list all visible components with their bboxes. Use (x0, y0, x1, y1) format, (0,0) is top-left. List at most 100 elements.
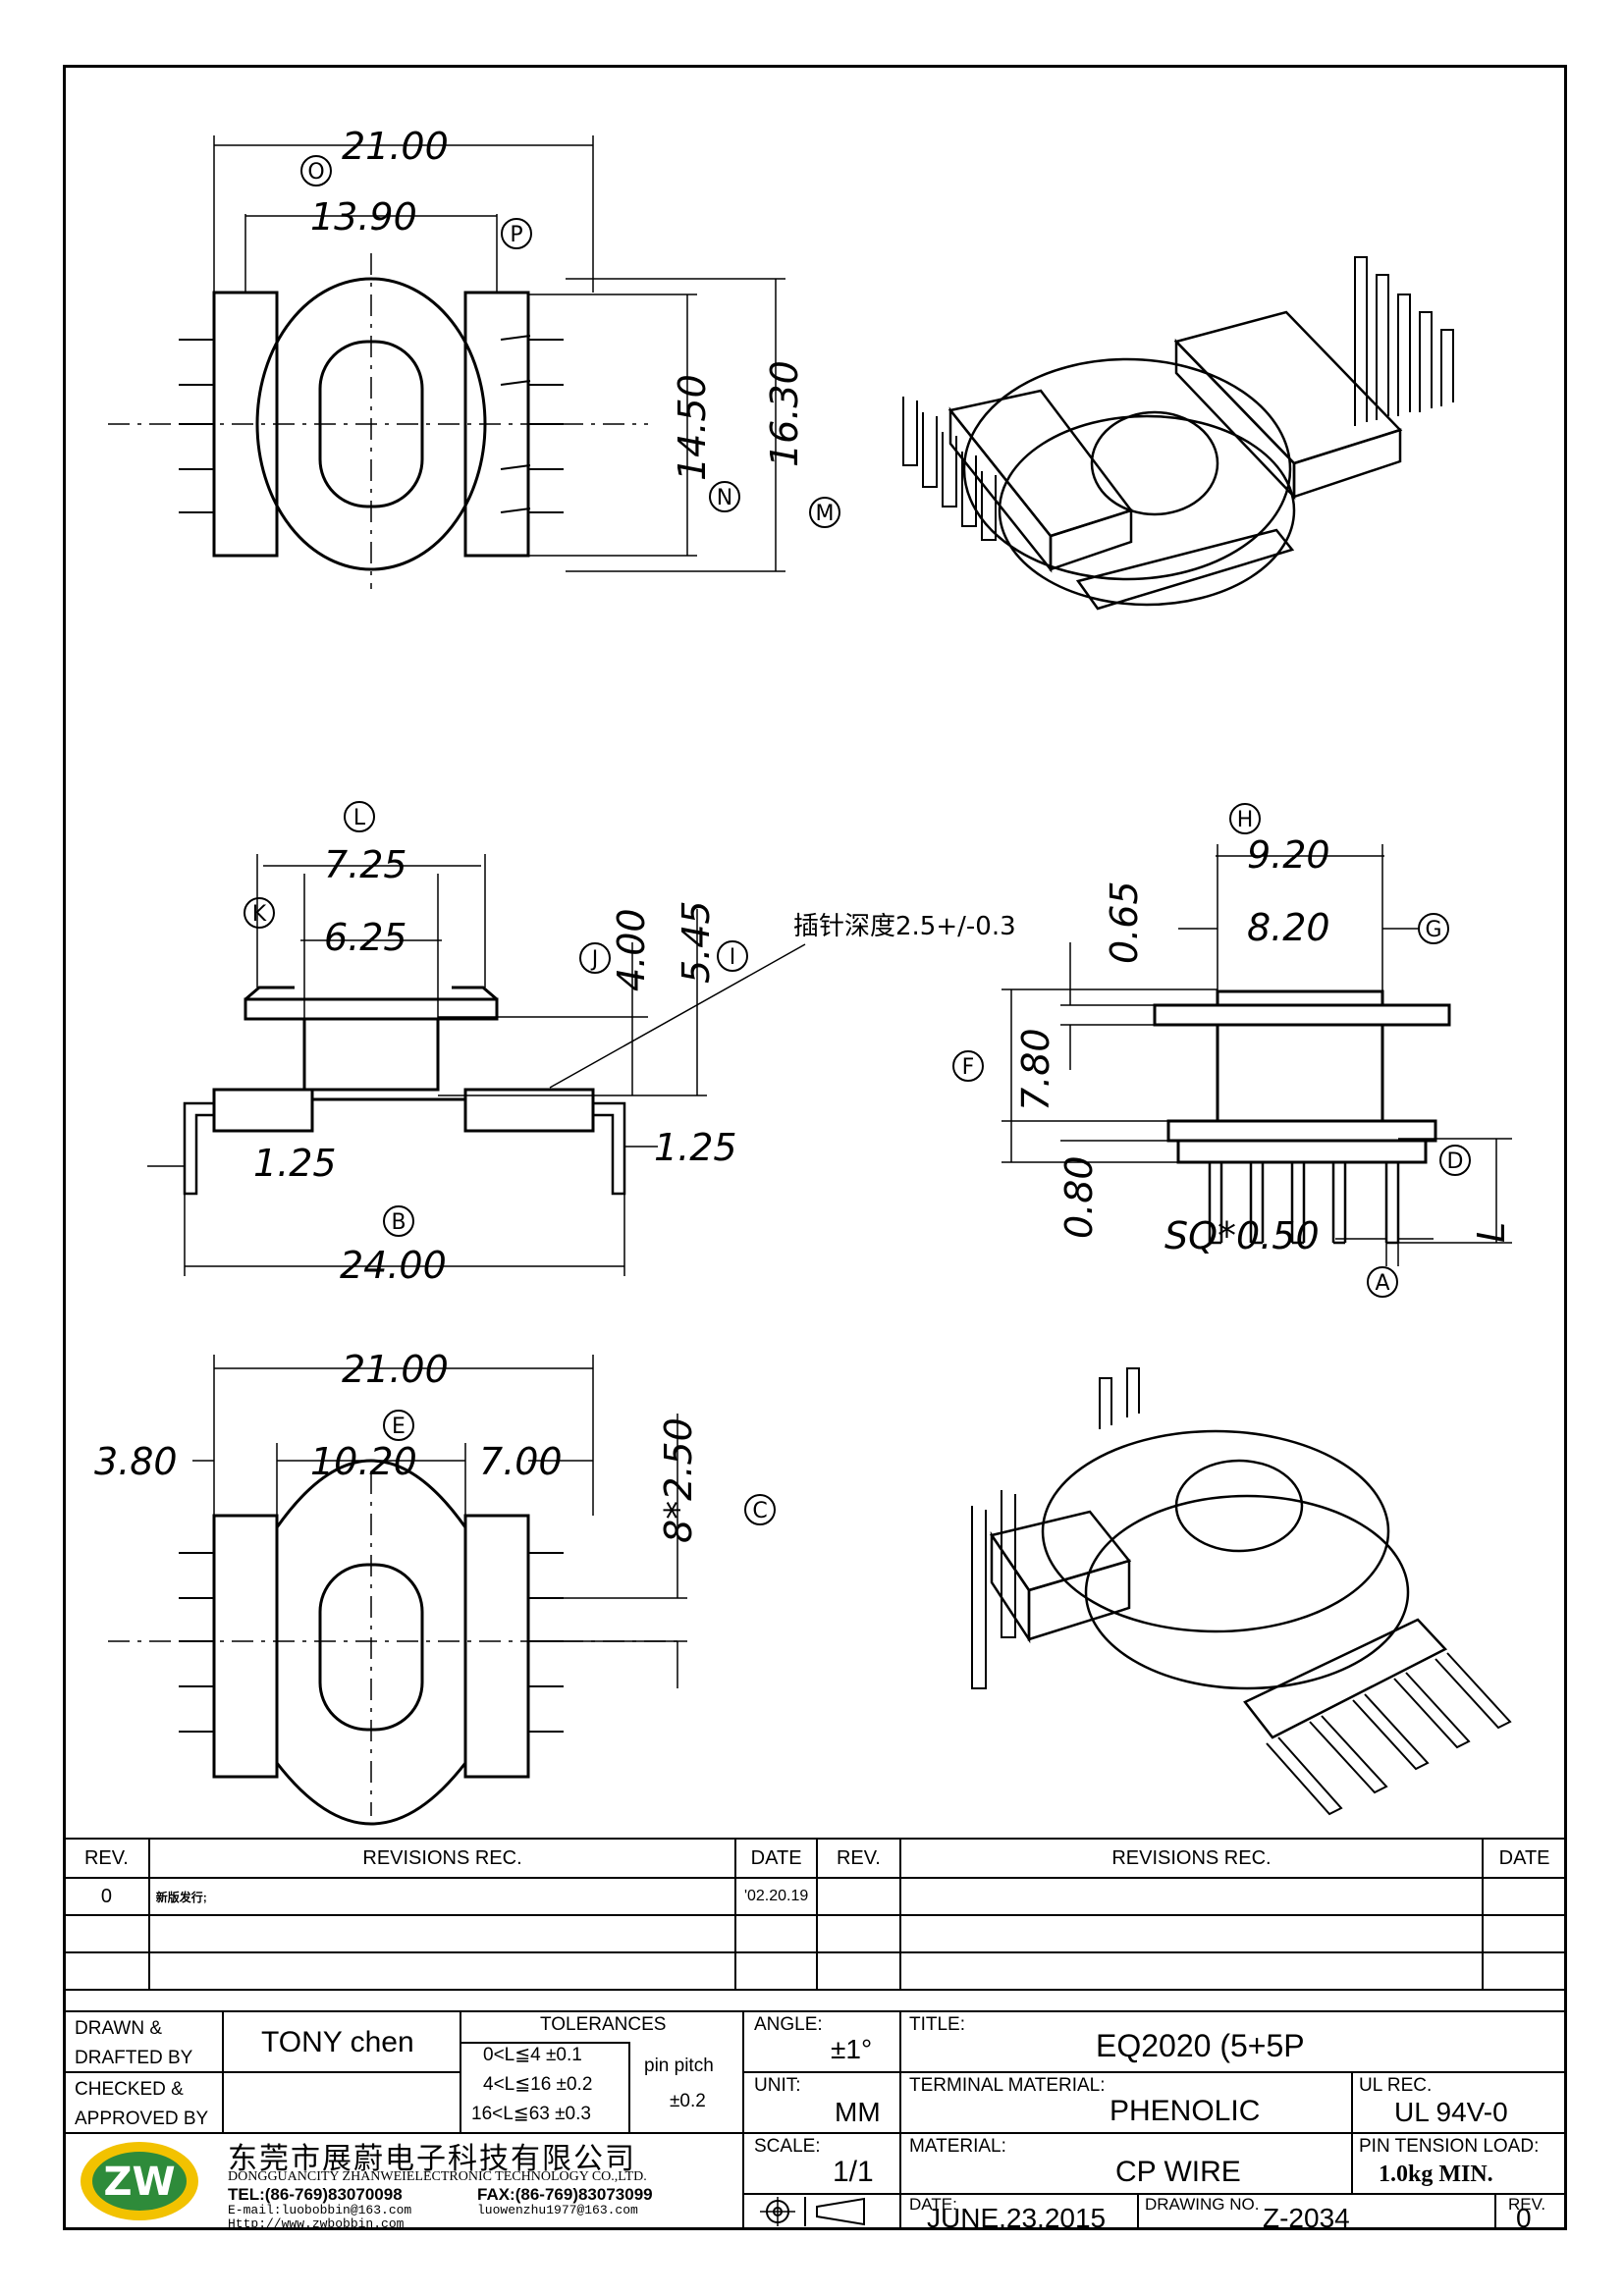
scale-label: SCALE: (754, 2136, 821, 2157)
dim-I-text: 5.45 (675, 900, 718, 984)
dim-K-text: 6.25 (324, 916, 407, 959)
company-website: Http://www.zwbobbin.com (228, 2216, 405, 2231)
material-value: CP WIRE (1115, 2156, 1241, 2188)
dim-A-text: SQ*0.50 (1164, 1214, 1320, 1257)
svg-text:J: J (590, 947, 599, 972)
svg-text:E: E (392, 1415, 406, 1439)
callout-I: I (717, 940, 748, 972)
tension-value: 1.0kg MIN. (1379, 2162, 1493, 2187)
pin-pitch-value: ±0.2 (670, 2091, 706, 2111)
dim-bottom-right: 7.00 (479, 1440, 563, 1483)
callout-K: K (244, 897, 275, 929)
svg-text:N: N (717, 486, 732, 510)
svg-text:F: F (962, 1055, 975, 1080)
svg-text:P: P (510, 223, 522, 247)
drawn-label: DRAWN & DRAFTED BY (75, 2018, 193, 2068)
dim-E-text: 10.20 (310, 1440, 417, 1483)
rec-header: REVISIONS REC. (147, 1838, 737, 1879)
dim-flange-thk: 0.65 (1103, 881, 1146, 964)
dim-left-offset: 1.25 (253, 1142, 337, 1185)
callout-J: J (579, 942, 611, 974)
pin-pitch-label: pin pitch (644, 2056, 714, 2076)
end-view (1001, 844, 1512, 1266)
tol-row-3: 16<L≦63 ±0.3 (471, 2104, 591, 2124)
unit-value: MM (835, 2097, 881, 2127)
rev-label: REV. (1508, 2195, 1546, 2214)
title-value: EQ2020 (5+5P (1096, 2028, 1305, 2063)
callout-G: G (1418, 913, 1449, 944)
dim-J-text: 4.00 (610, 908, 653, 991)
callout-D: D (1439, 1145, 1471, 1176)
bottom-view (108, 1355, 687, 1826)
dim-M-text: 16.30 (763, 360, 806, 467)
dim-O-text: 21.00 (342, 125, 449, 168)
callout-L: L (344, 801, 375, 832)
svg-text:K: K (252, 902, 267, 927)
tol-row-2: 4<L≦16 ±0.2 (483, 2074, 593, 2095)
title-label: TITLE: (909, 2014, 966, 2035)
terminal-value: PHENOLIC (1110, 2095, 1261, 2127)
projection-symbol-icon (760, 2197, 865, 2226)
svg-text:C: C (752, 1499, 767, 1523)
iso-view-top (902, 256, 1454, 611)
technical-drawing: 21.00 13.90 14.50 16.30 7.25 6.25 4.00 5… (94, 125, 1513, 1826)
side-view (147, 854, 806, 1276)
rec-header-2: REVISIONS REC. (898, 1838, 1485, 1879)
callout-C: C (744, 1494, 776, 1525)
tolerances-label: TOLERANCES (540, 2014, 667, 2035)
company-email-1: E-mail:luobobbin@163.com (228, 2203, 412, 2217)
dim-G-text: 8.20 (1247, 906, 1330, 949)
company-fax: FAX:(86-769)83073099 (477, 2185, 653, 2204)
dim-base-thk: 0.80 (1057, 1155, 1101, 1239)
drawn-by: TONY chen (261, 2026, 414, 2058)
angle-value: ±1° (831, 2034, 873, 2064)
iso-view-bottom (971, 1367, 1512, 1816)
date-header-2: DATE (1482, 1838, 1567, 1879)
callout-B: B (383, 1205, 414, 1237)
company-name-cn: 东莞市展蔚电子科技有限公司 (228, 2143, 636, 2175)
checked-label: CHECKED & APPROVED BY (75, 2079, 209, 2129)
terminal-label: TERMINAL MATERIAL: (909, 2075, 1106, 2096)
svg-text:I: I (730, 945, 736, 970)
dim-F-text: 7.80 (1014, 1028, 1057, 1111)
rec-cell: 新版发行; (147, 1877, 737, 1916)
rev-header-2: REV. (815, 1838, 901, 1879)
dim-L-text: 7.25 (324, 843, 407, 886)
dim-C-text: 8*2.50 (657, 1417, 700, 1543)
svg-text:O: O (307, 160, 324, 185)
callout-H: H (1229, 803, 1261, 834)
svg-text:M: M (816, 502, 835, 526)
rev-cell: 0 (63, 1877, 150, 1916)
date-header: DATE (734, 1838, 818, 1879)
svg-text:ZW: ZW (103, 2160, 175, 2205)
callout-P: P (501, 218, 532, 249)
material-label: MATERIAL: (909, 2136, 1006, 2157)
company-tel: TEL:(86-769)83070098 (228, 2185, 403, 2204)
svg-text:B: B (391, 1210, 406, 1235)
date-cell: '02.20.19 (734, 1877, 818, 1916)
dim-right-offset: 1.25 (654, 1126, 737, 1169)
scale-value: 1/1 (833, 2156, 874, 2188)
callout-N: N (709, 481, 740, 512)
callout-M: M (809, 497, 840, 528)
rev-value: 0 (1516, 2203, 1532, 2233)
unit-label: UNIT: (754, 2075, 801, 2096)
tol-row-1: 0<L≦4 ±0.1 (483, 2045, 582, 2065)
tension-label: PIN TENSION LOAD: (1359, 2136, 1540, 2157)
company-logo-icon: ZW (81, 2142, 198, 2220)
callout-O: O (300, 155, 332, 187)
rev-header: REV. (63, 1838, 150, 1879)
dim-P-text: 13.90 (310, 195, 417, 239)
top-view (108, 135, 785, 589)
dim-N-text: 14.50 (671, 374, 714, 481)
callout-F: F (952, 1050, 984, 1082)
drawing-no-label: DRAWING NO. (1145, 2195, 1260, 2214)
dim-B-text: 24.00 (340, 1244, 447, 1287)
svg-text:D: D (1447, 1149, 1464, 1174)
angle-label: ANGLE: (754, 2014, 823, 2035)
ul-value: UL 94V-0 (1394, 2097, 1508, 2127)
svg-text:G: G (1425, 918, 1441, 942)
company-email-2: luowenzhu1977@163.com (477, 2203, 638, 2217)
callout-E: E (383, 1410, 414, 1441)
dim-L-pin: L (1470, 1222, 1513, 1243)
